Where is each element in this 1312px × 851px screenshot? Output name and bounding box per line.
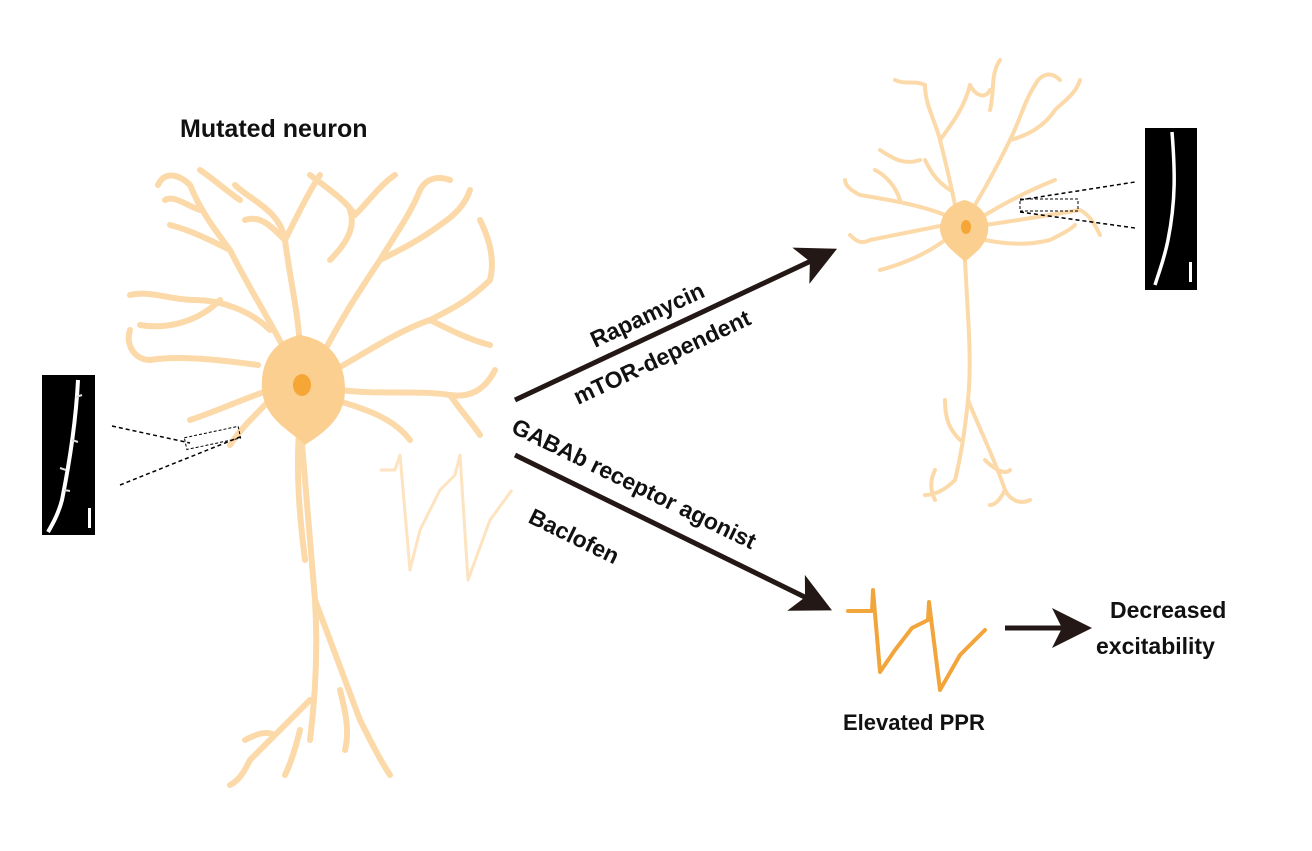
ppr-label: Elevated PPR (843, 710, 985, 735)
mutated-neuron (125, 167, 514, 788)
baseline-trace (380, 453, 514, 582)
outcome-line-1: Decreased (1110, 597, 1226, 623)
nucleus (293, 374, 311, 396)
lower-arrow (513, 452, 832, 611)
ppr-trace (846, 588, 987, 692)
dendrite-inset-right (1019, 128, 1197, 290)
rescued-neuron (843, 58, 1102, 507)
outcome-line-2: excitability (1096, 633, 1215, 659)
title: Mutated neuron (180, 115, 368, 143)
upper-arrow (513, 247, 838, 403)
dendrite-inset-left (42, 375, 242, 535)
lower-arrow-label-2: Baclofen (525, 503, 624, 569)
